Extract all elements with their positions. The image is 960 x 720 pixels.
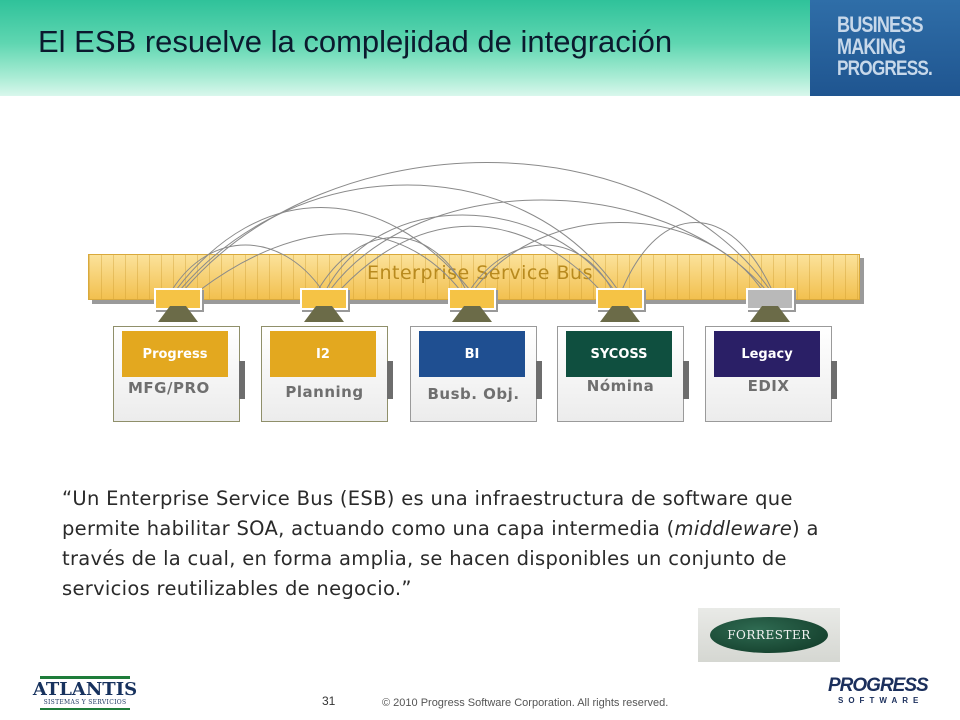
arc <box>469 244 613 291</box>
copyright-text: © 2010 Progress Software Corporation. Al… <box>382 697 669 709</box>
module-label: MFG/PRO <box>128 379 210 397</box>
atlantis-logo: ATLANTIS SISTEMAS Y SERVICIOS <box>30 676 140 712</box>
progress-logo-text: PROGRESS <box>828 675 929 696</box>
brand-logo: BUSINESS MAKING PROGRESS. <box>810 0 960 96</box>
connector-funnel <box>750 306 790 322</box>
atlantis-name: ATLANTIS <box>32 679 138 700</box>
progress-logo-subtext: SOFTWARE <box>838 696 924 705</box>
esb-definition-quote: “Un Enterprise Service Bus (ESB) es una … <box>62 484 852 604</box>
module-label: EDIX <box>747 377 790 395</box>
connector-sycoss <box>596 288 644 322</box>
arc <box>183 162 771 291</box>
connector-progress <box>154 288 202 322</box>
module-label: Busb. Obj. <box>427 385 520 403</box>
connector-funnel <box>158 306 198 322</box>
brand-line: MAKING <box>837 34 906 59</box>
forrester-oval: FORRESTER <box>710 617 828 653</box>
arc <box>179 184 619 291</box>
arc <box>473 222 763 291</box>
brand-line: BUSINESS <box>837 12 923 37</box>
connector-funnel <box>304 306 344 322</box>
page-number: 31 <box>322 694 336 708</box>
connector-legacy <box>746 288 794 322</box>
progress-software-logo: PROGRESS SOFTWARE <box>828 676 938 706</box>
slide-title: El ESB resuelve la complejidad de integr… <box>38 24 673 59</box>
atlantis-subtitle: SISTEMAS Y SERVICIOS <box>43 699 127 706</box>
module-label: Planning <box>285 383 364 401</box>
title-banner <box>0 0 810 96</box>
arc <box>317 237 467 291</box>
arc <box>199 233 461 291</box>
module-chip: SYCOSS <box>566 331 672 377</box>
quote-text: ) a través de la cual, en forma amplia, … <box>62 517 819 600</box>
module-planning: I2 Planning <box>261 326 393 422</box>
module-chip: Progress <box>122 331 228 377</box>
module-edix: Legacy EDIX <box>705 326 837 422</box>
forrester-logo: FORRESTER <box>698 608 840 662</box>
module-chip: I2 <box>270 331 376 377</box>
connector-bi <box>448 288 496 322</box>
brand-line: PROGRESS. <box>837 57 933 80</box>
module-label: Nómina <box>586 377 655 395</box>
module-chip: BI <box>419 331 525 377</box>
connector-funnel <box>600 306 640 322</box>
arc <box>621 222 773 291</box>
arc <box>171 244 323 291</box>
quote-text: “Un Enterprise Service Bus (ESB) es una … <box>62 487 793 540</box>
module-chip: Legacy <box>714 331 820 377</box>
connector-funnel <box>452 306 492 322</box>
module-mfg-pro: Progress MFG/PRO <box>113 326 245 422</box>
bus-label: Enterprise Service Bus <box>366 262 593 284</box>
arc <box>175 207 471 291</box>
module-busb-obj: BI Busb. Obj. <box>410 326 542 422</box>
quote-emphasis: middleware <box>674 517 793 540</box>
arc <box>339 225 601 291</box>
module-nomina: SYCOSS Nómina <box>557 326 689 422</box>
connector-i2 <box>300 288 348 322</box>
